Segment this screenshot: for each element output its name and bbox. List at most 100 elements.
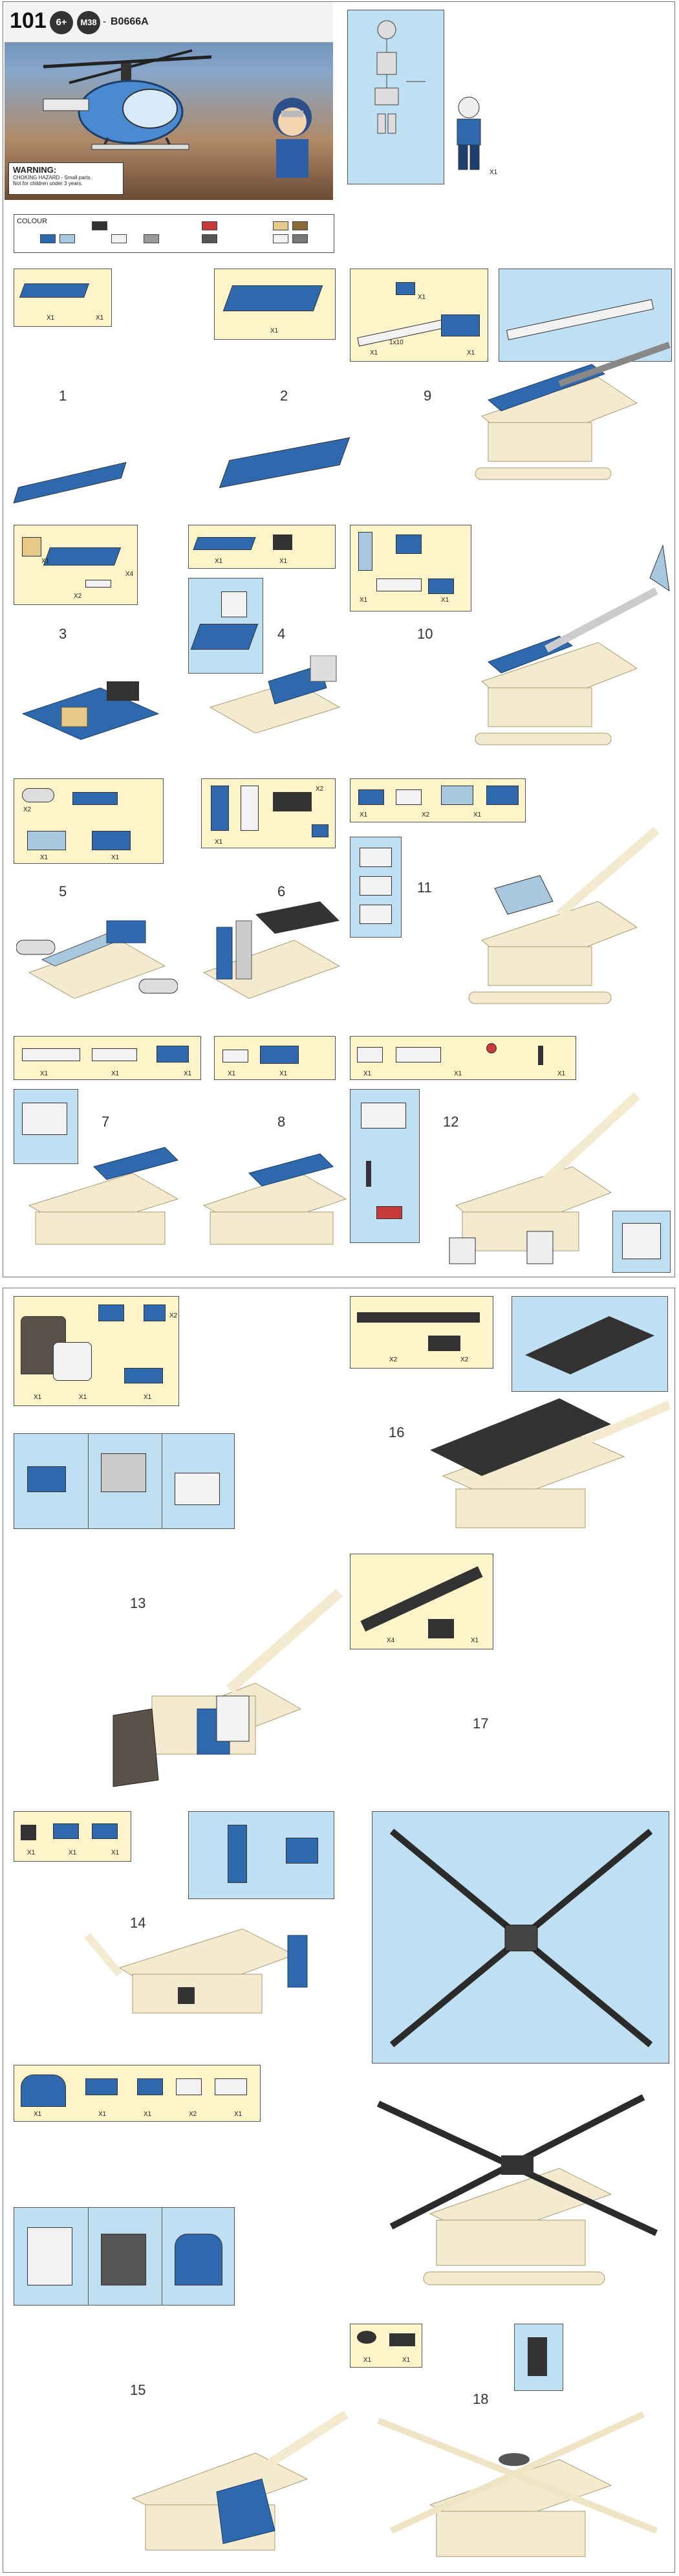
plate-2x4: [441, 314, 480, 336]
plate-2x8: [43, 547, 122, 566]
callout-18-part: [528, 2337, 547, 2376]
warning-line-1: CHOKING HAZARD - Small parts.: [13, 175, 92, 181]
step-3-qty-c: X4: [125, 571, 134, 578]
step-11-qty-b: X2: [422, 811, 430, 819]
callout-tail-boom: [506, 299, 654, 340]
age-badge: 6+: [50, 11, 73, 34]
cover-art: 101 6+ M38 - B0666A WARNING: CHOKING HAZ…: [5, 2, 333, 200]
step-9-number: 9: [424, 388, 432, 404]
step-10-qty-a: X1: [360, 597, 368, 604]
step-9-callout: [499, 269, 672, 362]
step-5-qty-b: X1: [40, 854, 48, 861]
step-9-qty-b: X1: [370, 349, 378, 357]
step-17-assembly: [376, 2094, 658, 2285]
step-9-qty-c: X1: [467, 349, 475, 357]
colour-swatch-red: [202, 221, 217, 230]
step-13-callout: [14, 1433, 235, 1529]
step-12-number: 12: [443, 1114, 459, 1130]
step-15-qty-e: X1: [234, 2111, 242, 2118]
light-blue-plate: [27, 831, 66, 850]
step-9-qty-a: X1: [418, 294, 426, 301]
step-18-parts-panel: X1 X1: [350, 2324, 422, 2368]
step-18-callout: [514, 2324, 563, 2391]
step-6-parts-panel: X1 X2: [201, 778, 336, 848]
blue-cockpit-curve: [21, 2075, 66, 2107]
step-1-parts-panel: X1 X1: [14, 269, 112, 327]
step-5-number: 5: [59, 883, 67, 899]
white-plate-small: [222, 1050, 248, 1062]
step-11-callout: [350, 837, 402, 938]
colour-swatch-white: [111, 234, 127, 243]
callout-13-part-3: [175, 1473, 220, 1505]
plate-2x4-black: [273, 792, 312, 811]
step-13-number: 13: [130, 1595, 146, 1611]
plate-1x4: [72, 792, 118, 805]
colour-swatch-white-2: [273, 234, 288, 243]
step-14-assembly: [84, 1928, 308, 2014]
step-3-number: 3: [59, 626, 67, 642]
step-11-qty-a: X1: [360, 811, 368, 819]
white-plate-1x4: [92, 1048, 137, 1061]
white-tile: [85, 580, 111, 588]
callout-16-frame: [525, 1316, 654, 1374]
warning-line-2: Not for children under 3 years.: [13, 181, 83, 186]
callout-windscreen: [221, 591, 247, 617]
black-small-part: [21, 1825, 36, 1840]
step-7-qty-a: X1: [40, 1070, 48, 1077]
step-16-assembly: [430, 1398, 671, 1528]
blue-plate-b: [124, 1368, 163, 1383]
instruction-page-2: X1 X1 X2 X1 13 X2 X2 16: [3, 1288, 675, 2573]
step-16-callout: [512, 1296, 668, 1392]
brand-logo: 101: [10, 8, 47, 33]
callout-white-plate: [361, 1103, 406, 1128]
step-13-qty-d: X1: [144, 1394, 152, 1401]
callout-13-part-2: [101, 1453, 146, 1492]
light-blue-curve: [441, 786, 473, 805]
step-15-callout: [14, 2207, 235, 2306]
callout-15-divider-1: [88, 2208, 89, 2305]
step-11-number: 11: [417, 879, 432, 896]
white-slope: [176, 2078, 202, 2095]
rotor-blade: [360, 1566, 483, 1632]
black-round-plate: [357, 2331, 376, 2344]
step-14-callout: [188, 1811, 334, 1899]
callout-red-part: [376, 1206, 402, 1219]
colour-swatch-dark-tan: [292, 221, 308, 230]
step-10-qty-b: X1: [441, 597, 449, 604]
step-14-number: 14: [130, 1915, 146, 1931]
step-13-qty-c: X2: [169, 1312, 178, 1319]
colour-legend-label: COLOUR: [17, 217, 48, 225]
pilot-minifigure: [457, 96, 481, 170]
step-17-rotor-callout: [372, 1811, 669, 2064]
step-14-qty-a: X1: [27, 1849, 36, 1856]
step-7-qty-c: X1: [184, 1070, 192, 1077]
step-7-parts-panel: X1 X1 X1: [14, 1036, 201, 1080]
black-tile: [389, 2333, 415, 2346]
step-16-qty-b: X2: [460, 1356, 469, 1363]
step-17-qty-a: X4: [387, 1637, 395, 1644]
callout-14-part-a: [228, 1825, 247, 1883]
colour-swatch-dark-grey: [202, 234, 217, 243]
step-9-len-label: 1x10: [389, 339, 404, 346]
step-12-qty-a: X1: [363, 1070, 372, 1077]
plate-2x4-blue: [260, 1046, 299, 1064]
black-antenna: [538, 1046, 543, 1065]
minifigure-parts-icon: [374, 20, 426, 134]
callout-15-part-3: [175, 2234, 222, 2285]
dark-blue-slope: [156, 1046, 189, 1062]
pilot-qty: X1: [490, 169, 498, 176]
step-2-qty: X1: [270, 327, 279, 335]
step-7-callout: [14, 1089, 78, 1164]
step-4-parts-panel: X1 X1: [188, 525, 336, 569]
plate-2x2: [396, 534, 422, 554]
colour-swatch-tan: [273, 221, 288, 230]
callout-plate: [190, 624, 259, 650]
step-6-qty-a: X1: [215, 839, 223, 846]
step-17-parts-panel: X4 X1: [350, 1554, 493, 1649]
plate-2x2-a: [358, 789, 384, 805]
step-17-number: 17: [473, 1715, 489, 1732]
colour-swatch-dark-blue: [40, 234, 56, 243]
callout-stack-1: [360, 848, 392, 867]
slope-brick: [396, 282, 415, 295]
callout-stack-3: [360, 905, 392, 924]
